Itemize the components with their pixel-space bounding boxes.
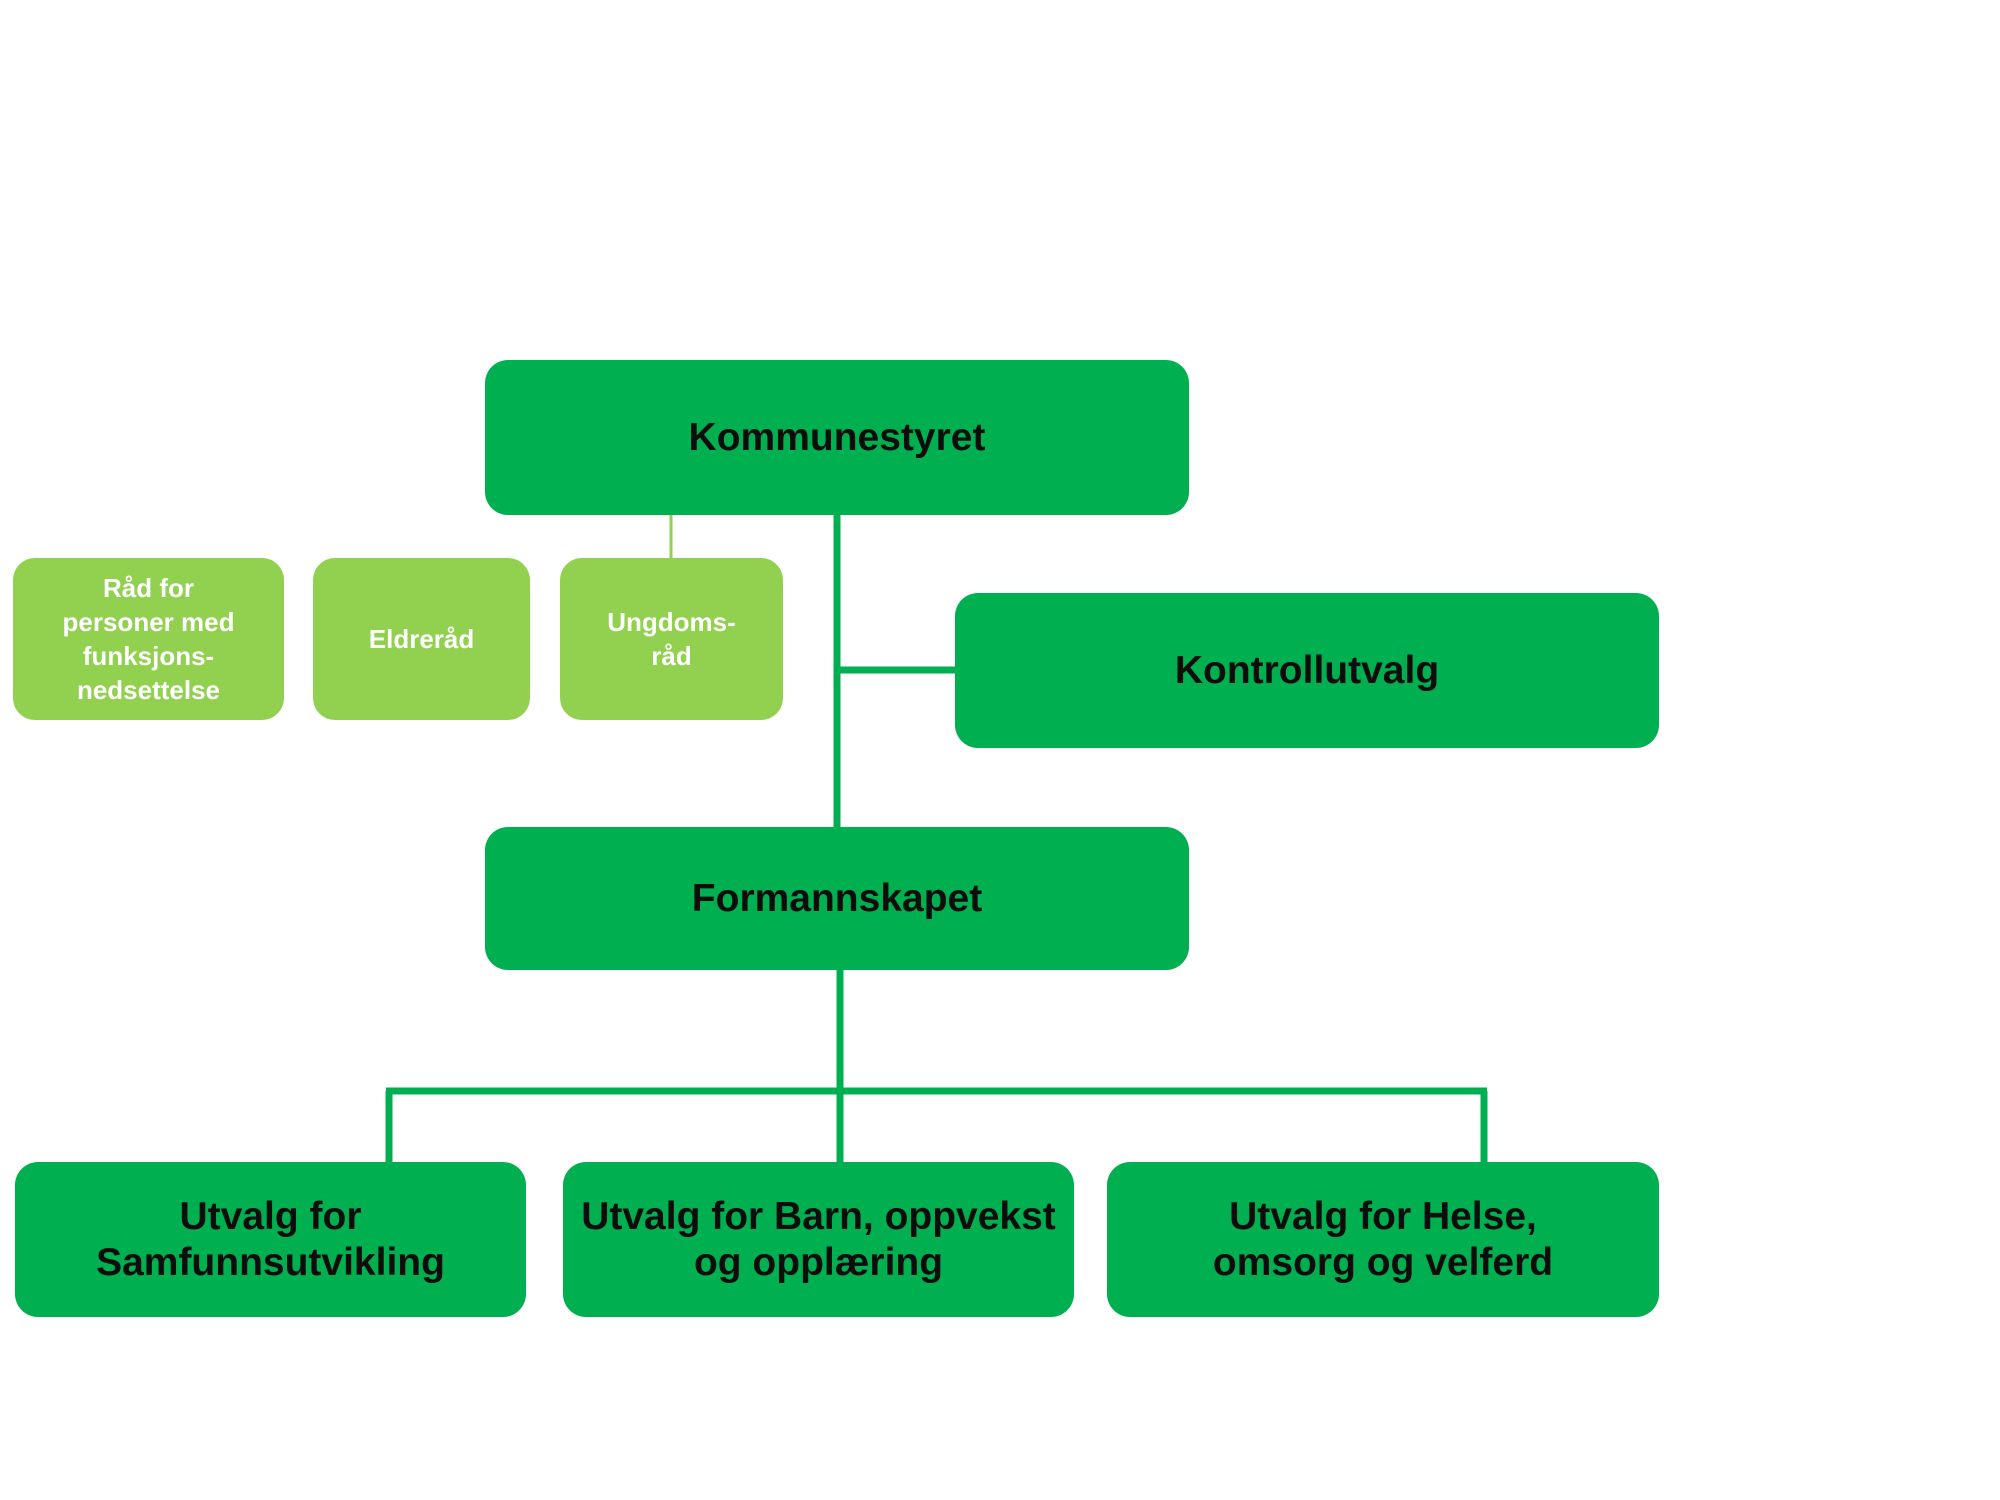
- kontrollutvalg-label: Kontrollutvalg: [1174, 648, 1440, 692]
- funksjonsnedsettelse-line-3: funksjons-: [82, 641, 215, 671]
- funksjonsnedsettelse-line-1: Råd for: [102, 573, 194, 603]
- eldrerad-council-box: Eldreråd: [313, 558, 530, 720]
- ungdomsrad-line-2: råd: [651, 641, 692, 671]
- helse-omsorg-label: Utvalg for Helse, omsorg og velferd: [1213, 1194, 1553, 1286]
- barn-oppvekst-label: Utvalg for Barn, oppvekst og opplæring: [581, 1194, 1056, 1286]
- ungdomsrad-label: Ungdoms- råd: [607, 605, 736, 673]
- ungdomsrad-line-1: Ungdoms-: [607, 607, 736, 637]
- samfunnsutvikling-label: Utvalg for Samfunnsutvikling: [96, 1194, 445, 1286]
- samfunnsutvikling-line-1: Utvalg for: [179, 1194, 362, 1238]
- kontrollutvalg-box: Kontrollutvalg: [955, 593, 1659, 748]
- ungdomsrad-council-box: Ungdoms- råd: [560, 558, 783, 720]
- eldrerad-label: Eldreråd: [368, 624, 475, 654]
- funksjonsnedsettelse-label: Råd for personer med funksjons- nedsette…: [63, 571, 235, 707]
- samfunnsutvikling-committee-box: Utvalg for Samfunnsutvikling: [15, 1162, 526, 1317]
- funksjonsnedsettelse-line-4: nedsettelse: [76, 675, 221, 705]
- kommunestyret-label: Kommunestyret: [688, 415, 986, 459]
- helse-omsorg-line-1: Utvalg for Helse,: [1229, 1194, 1537, 1238]
- helse-omsorg-committee-box: Utvalg for Helse, omsorg og velferd: [1107, 1162, 1659, 1317]
- kommunestyret-box: Kommunestyret: [485, 360, 1189, 515]
- funksjonsnedsettelse-council-box: Råd for personer med funksjons- nedsette…: [13, 558, 284, 720]
- samfunnsutvikling-line-2: Samfunnsutvikling: [96, 1240, 445, 1284]
- barn-oppvekst-line-2: og opplæring: [693, 1240, 944, 1284]
- formannskapet-box: Formannskapet: [485, 827, 1189, 970]
- barn-oppvekst-line-1: Utvalg for Barn, oppvekst: [581, 1194, 1056, 1238]
- formannskapet-label: Formannskapet: [691, 876, 983, 920]
- helse-omsorg-line-2: omsorg og velferd: [1212, 1240, 1554, 1284]
- funksjonsnedsettelse-line-2: personer med: [62, 607, 235, 637]
- barn-oppvekst-committee-box: Utvalg for Barn, oppvekst og opplæring: [563, 1162, 1074, 1317]
